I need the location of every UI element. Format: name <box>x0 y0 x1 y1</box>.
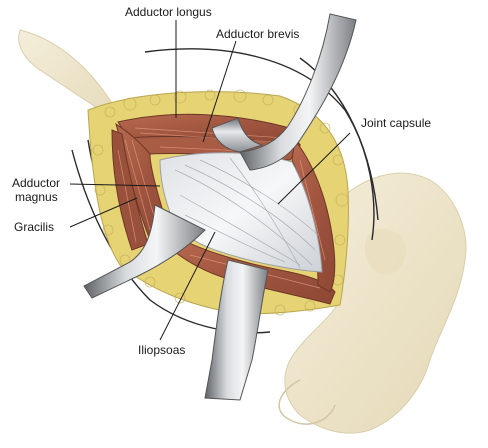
label-adductor-magnus-line2: magnus <box>15 190 58 204</box>
capsule-fibers <box>174 157 319 269</box>
label-joint-capsule: Joint capsule <box>361 116 432 130</box>
gracilis-muscle <box>111 129 149 251</box>
muscle-striations <box>117 127 326 289</box>
label-adductor-longus: Adductor longus <box>125 5 212 19</box>
label-adductor-brevis: Adductor brevis <box>216 27 300 41</box>
label-adductor-magnus-line1: Adductor <box>12 176 61 190</box>
retractor-top <box>211 13 357 171</box>
retractor-left <box>83 204 206 299</box>
retractor-bottom <box>204 259 269 401</box>
label-iliopsoas: Iliopsoas <box>138 343 186 357</box>
label-gracilis: Gracilis <box>14 220 55 234</box>
leader-lines <box>69 20 351 341</box>
